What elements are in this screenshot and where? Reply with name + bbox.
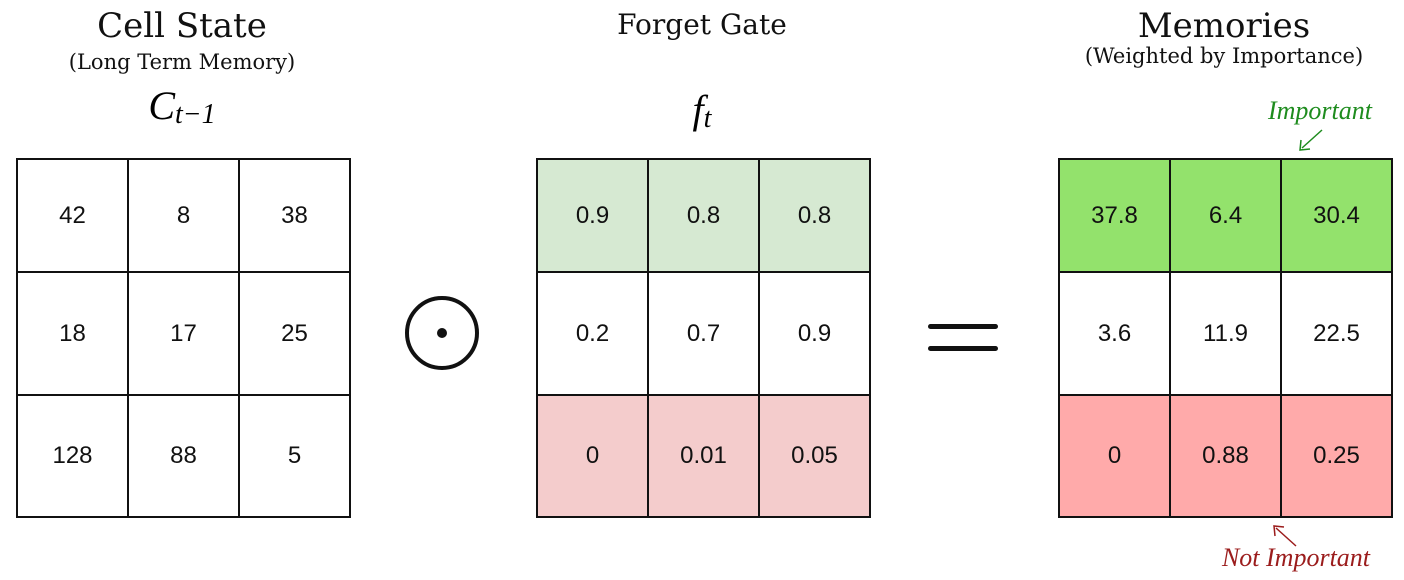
forget-gate-row-low: 0 0.01 0.05 [536,394,871,518]
memories-subtitle: (Weighted by Importance) [1084,44,1364,68]
forget-gate-symbol: ft [536,86,868,134]
forget-gate-cell: 0.2 [536,271,649,396]
memories-cell: 11.9 [1169,271,1282,396]
memories-row-important: 37.8 6.4 30.4 [1058,158,1393,273]
cell-state-subtitle: (Long Term Memory) [68,50,296,74]
not-important-arrow-icon [1273,525,1297,547]
cell-state-symbol-sub: t−1 [175,99,216,130]
memories-row-not-important: 0 0.88 0.25 [1058,394,1393,518]
important-arrow-icon [1299,129,1323,151]
memories-cell: 0 [1058,394,1171,518]
memories-cell: 37.8 [1058,158,1171,273]
forget-gate-title: Forget Gate [617,8,787,41]
equals-bar-bottom [928,346,998,351]
memories-matrix: 37.8 6.4 30.4 3.6 11.9 22.5 0 0.88 0.25 [1058,158,1393,518]
hadamard-product-icon [405,296,479,370]
memories-cell: 30.4 [1280,158,1393,273]
cell-state-title: Cell State [97,6,267,46]
not-important-label: Not Important [1221,543,1371,572]
cell-state-cell: 38 [238,158,351,273]
forget-gate-cell: 0.9 [536,158,649,273]
forget-gate-cell: 0.05 [758,394,871,518]
cell-state-symbol: Ct−1 [16,82,348,130]
cell-state-cell: 128 [16,394,129,518]
memories-title: Memories [1137,6,1311,46]
forget-gate-cell: 0.8 [647,158,760,273]
cell-state-cell: 17 [127,271,240,396]
forget-gate-symbol-sub: t [703,103,712,134]
memories-cell: 22.5 [1280,271,1393,396]
cell-state-cell: 25 [238,271,351,396]
forget-gate-row-high: 0.9 0.8 0.8 [536,158,871,273]
forget-gate-symbol-base: f [692,87,704,132]
forget-gate-matrix: 0.9 0.8 0.8 0.2 0.7 0.9 0 0.01 0.05 [536,158,871,518]
cell-state-cell: 8 [127,158,240,273]
memories-cell: 3.6 [1058,271,1171,396]
memories-cell: 6.4 [1169,158,1282,273]
cell-state-cell: 5 [238,394,351,518]
forget-gate-cell: 0.7 [647,271,760,396]
equals-bar-top [928,324,998,329]
memories-cell: 0.25 [1280,394,1393,518]
forget-gate-cell: 0.01 [647,394,760,518]
cell-state-cell: 42 [16,158,129,273]
cell-state-cell: 18 [16,271,129,396]
memories-cell: 0.88 [1169,394,1282,518]
cell-state-symbol-base: C [148,83,175,128]
forget-gate-cell: 0.9 [758,271,871,396]
cell-state-cell: 88 [127,394,240,518]
important-label: Important [1268,96,1372,125]
forget-gate-cell: 0 [536,394,649,518]
cell-state-matrix: 42 8 38 18 17 25 128 88 5 [16,158,351,518]
forget-gate-cell: 0.8 [758,158,871,273]
